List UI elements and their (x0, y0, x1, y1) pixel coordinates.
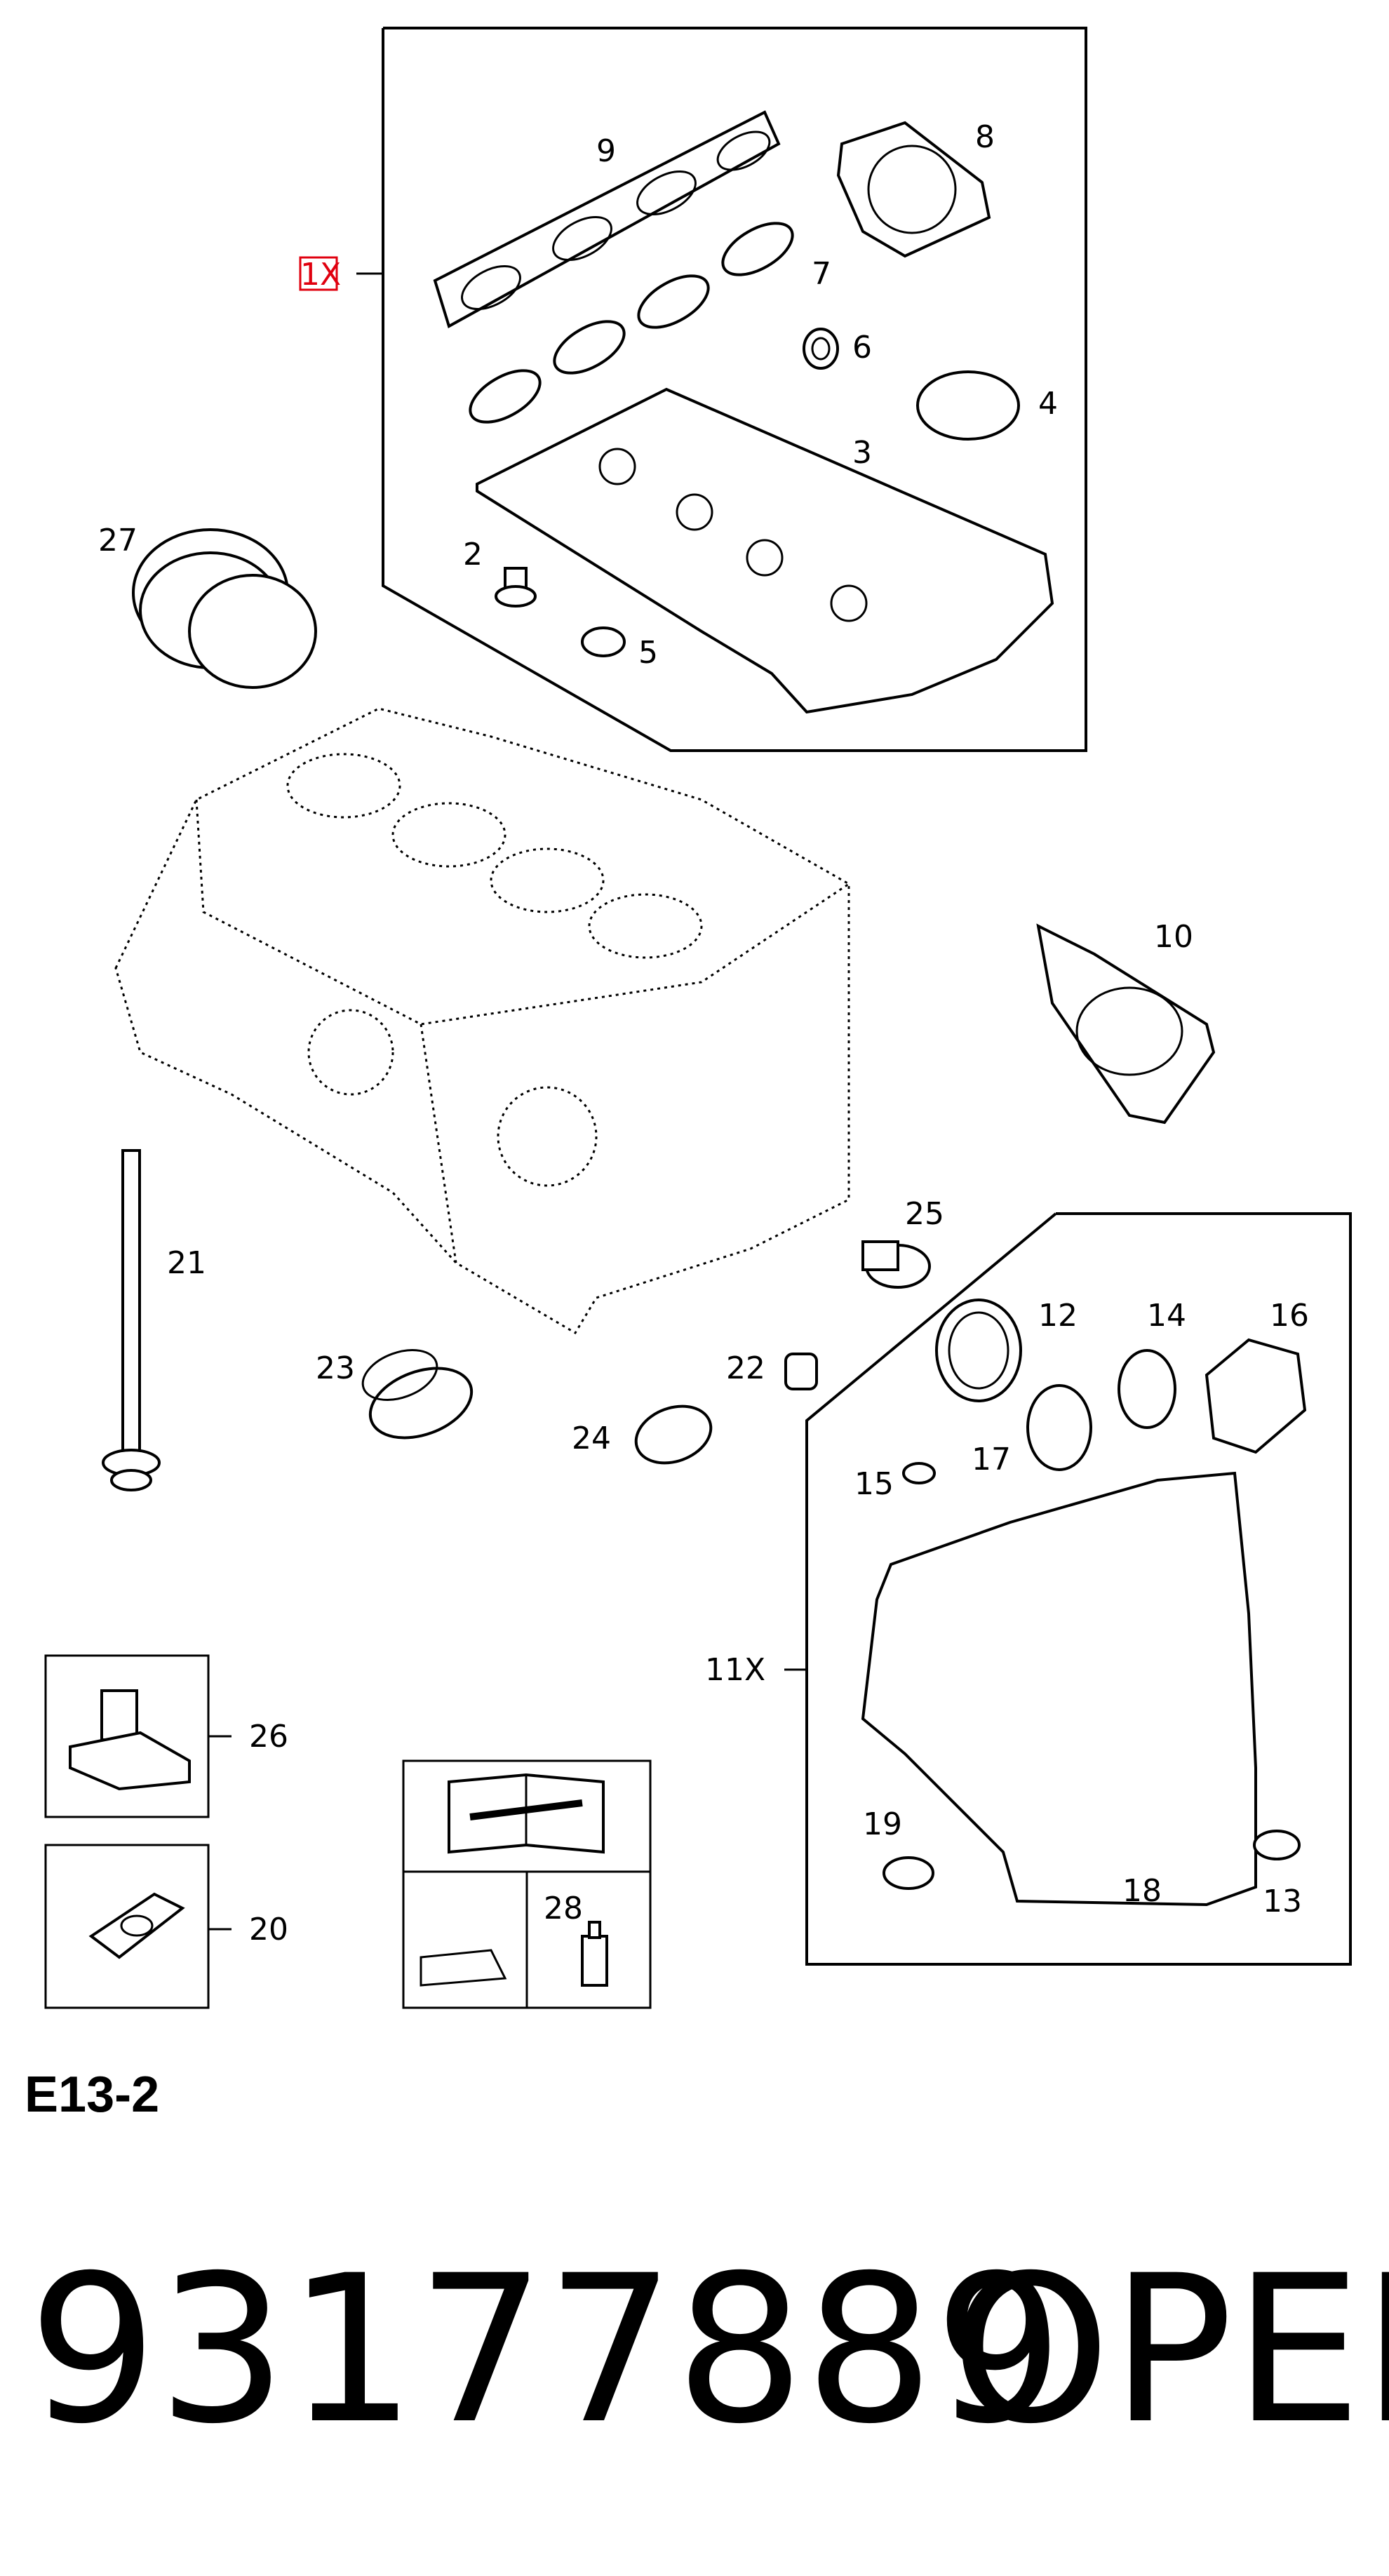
callout-3: 3 (852, 435, 872, 471)
callout-24: 24 (572, 1421, 611, 1456)
brand-name: OPEL (951, 2232, 1389, 2469)
threaded-plug (861, 1240, 931, 1289)
callout-23: 23 (316, 1350, 355, 1386)
long-bolt (102, 1149, 161, 1491)
callout-16: 16 (1270, 1298, 1309, 1334)
bolt-seal (495, 567, 537, 608)
timing-kit-frame: 11X (705, 1212, 1352, 1966)
callout-20: 20 (249, 1912, 288, 1947)
cover-gasket-16 (1205, 1338, 1307, 1454)
timing-kit-label: 11X (705, 1652, 765, 1688)
callout-19: 19 (863, 1806, 902, 1842)
callout-8: 8 (975, 119, 995, 155)
service-box (402, 1759, 652, 2009)
callout-5: 5 (638, 635, 658, 671)
ring-14 (1118, 1349, 1176, 1429)
callout-7: 7 (812, 256, 831, 292)
sleeve-small (634, 1404, 713, 1465)
callout-15: 15 (854, 1466, 894, 1502)
callout-6: 6 (852, 330, 872, 365)
callout-14: 14 (1147, 1298, 1186, 1334)
flange-gasket (1036, 923, 1216, 1125)
top-kit-frame: 1X (299, 27, 1087, 752)
o-ring-large (916, 370, 1020, 441)
callout-12: 12 (1038, 1298, 1078, 1334)
small-o-ring (581, 626, 626, 657)
seal-17 (1026, 1384, 1092, 1471)
box-26 (44, 1654, 232, 1818)
washer-15 (902, 1462, 936, 1484)
small-seal-ring (803, 328, 839, 370)
callout-17: 17 (972, 1442, 1011, 1477)
callouts: 2 3 4 5 6 7 8 9 10 12 13 14 15 16 17 18 … (98, 119, 1309, 1947)
exhaust-manifold-gasket (433, 110, 781, 328)
intake-manifold-gasket (469, 222, 794, 424)
timing-cover-gasket (861, 1471, 1257, 1907)
callout-25: 25 (905, 1196, 944, 1232)
callout-10: 10 (1154, 919, 1193, 955)
valve-cover-gasket (476, 387, 1054, 714)
callout-13: 13 (1263, 1884, 1302, 1919)
sleeve-large (361, 1349, 474, 1440)
washer-19 (883, 1856, 934, 1890)
washer-13 (1253, 1830, 1301, 1860)
callout-22: 22 (726, 1350, 765, 1386)
callout-4: 4 (1038, 386, 1058, 422)
top-kit-label: 1X (300, 257, 341, 293)
throttle-gasket (836, 121, 991, 258)
plug-part (132, 528, 317, 689)
part-number: 93177889 (28, 2232, 1063, 2469)
box-20 (44, 1844, 232, 2009)
dowel-pin (784, 1353, 818, 1390)
callout-28: 28 (544, 1891, 583, 1926)
callout-26: 26 (249, 1719, 288, 1755)
engine-block (114, 707, 850, 1335)
callout-21: 21 (167, 1245, 206, 1281)
callout-2: 2 (463, 537, 483, 572)
callout-27: 27 (98, 523, 137, 558)
callout-9: 9 (596, 133, 616, 169)
callout-18: 18 (1122, 1873, 1162, 1909)
diagram-code: E13-2 (25, 2067, 159, 2123)
